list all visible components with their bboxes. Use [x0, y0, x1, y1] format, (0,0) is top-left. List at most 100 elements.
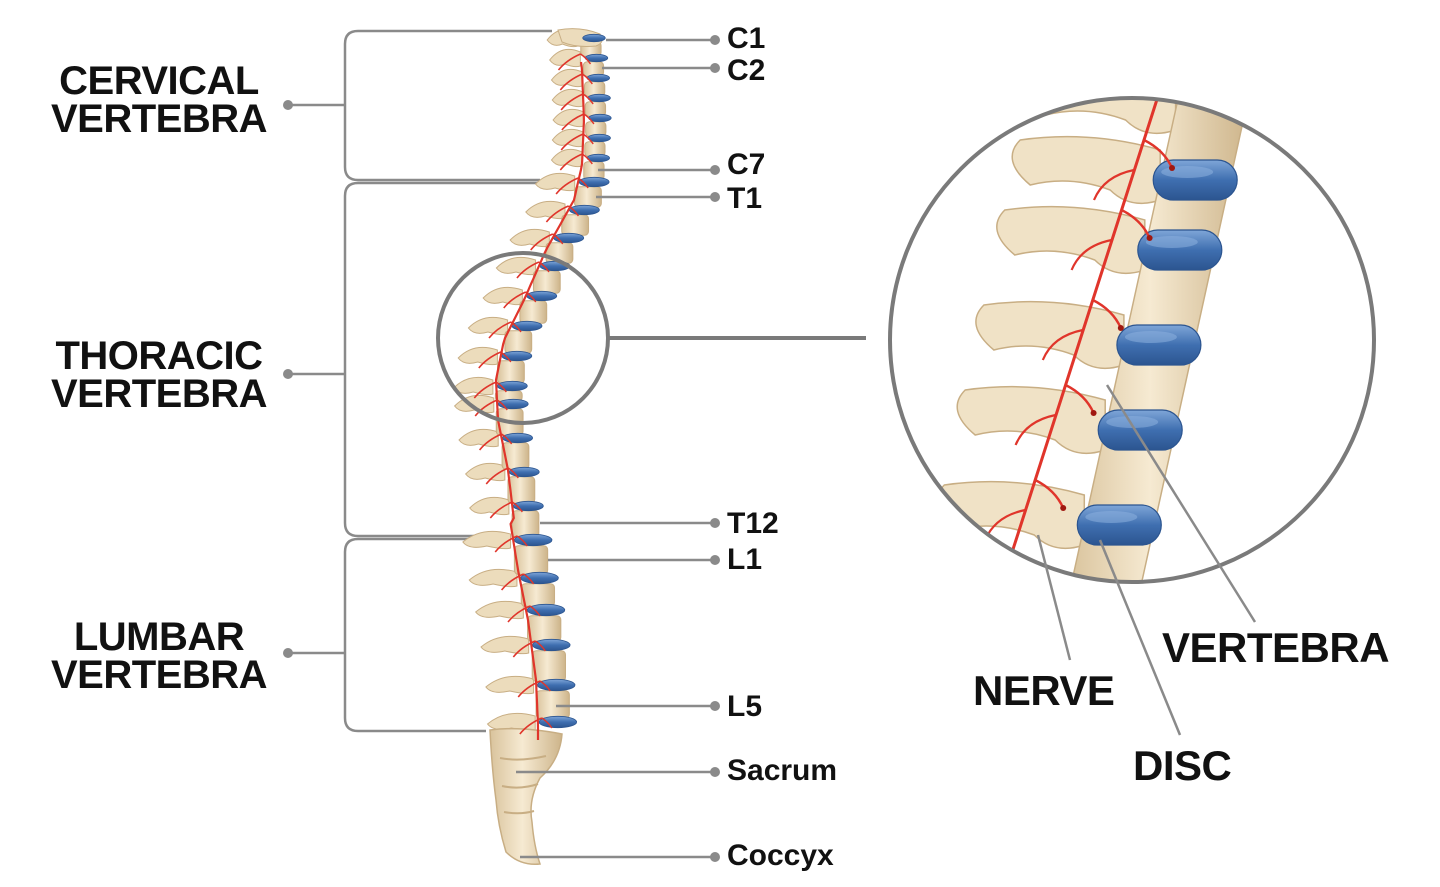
spinous-process [480, 635, 530, 655]
spinous-process [551, 88, 584, 108]
nerve-branch [582, 93, 594, 105]
nerve-branch [581, 73, 593, 85]
nerve-branch [523, 573, 535, 585]
vertebral-body [497, 360, 525, 384]
zoom-nerve-branch [1041, 328, 1084, 361]
intervertebral-discs [496, 33, 612, 729]
spinous-process [474, 600, 524, 620]
nerve-branch [534, 640, 546, 652]
vertebral-body [511, 510, 540, 538]
nerve-branch [496, 399, 508, 411]
zoom-pointer-lines [1036, 384, 1257, 736]
level-leader-lines [516, 35, 720, 862]
nerve-branch [545, 205, 569, 223]
spinous-process [552, 108, 585, 128]
zoom-nerve-end [1117, 325, 1124, 331]
zoom-discs [1076, 159, 1238, 546]
nerve-branch [541, 717, 553, 729]
nerve-branch [525, 291, 537, 303]
nerve-branch [552, 233, 564, 245]
zoom-nerve-end [1169, 165, 1175, 171]
lumbar-bracket [343, 537, 486, 733]
zoom-disc [1097, 409, 1183, 451]
leader-dot [710, 555, 720, 565]
thoracic-bracket [343, 181, 540, 538]
zoom-nerves [984, 98, 1175, 582]
vertebral-body [535, 690, 570, 719]
zoom-nerve-end [1146, 235, 1153, 241]
nerve-branch [494, 535, 518, 553]
sacrum-coccyx-bone [489, 727, 563, 865]
nerve-branch [510, 321, 522, 333]
atlas-bone [557, 28, 603, 47]
nerve-branch [583, 113, 595, 125]
spinous-process [485, 675, 535, 695]
leader-dot [710, 63, 720, 73]
nerve-branch [561, 113, 585, 131]
zoom-disc-highlight [1106, 416, 1159, 428]
nerve-branch [500, 351, 512, 363]
leader-dot [710, 165, 720, 175]
nerve-branch [560, 93, 584, 111]
nerve-branch [519, 717, 543, 735]
zoom-nerve-branch [1092, 298, 1122, 329]
nerve-branch [473, 381, 497, 399]
zoom-nerve-branch [1092, 168, 1135, 201]
zoom-process [1011, 135, 1161, 205]
zoom-nerve-end [1090, 410, 1097, 416]
bracket-dots [283, 100, 293, 658]
label-nerve: NERVE [973, 667, 1115, 714]
zoom-nerve-branch [1121, 208, 1151, 239]
zoom-nerve-branch [1065, 383, 1095, 414]
spinous-process [549, 48, 581, 68]
vertebral-body [527, 615, 562, 642]
leader-dot [710, 518, 720, 528]
nerve-branch [478, 433, 502, 451]
vertebral-body [561, 214, 590, 236]
label-coccyx: Coccyx [727, 839, 834, 872]
nerve-branch [538, 261, 550, 273]
nerve-branch [488, 321, 512, 339]
spinous-process [462, 530, 512, 550]
zoom-nerve-branch [1014, 413, 1056, 446]
nerve-branch [559, 153, 583, 171]
nerve-branch [516, 261, 540, 279]
zoom-disc-highlight [1124, 331, 1177, 343]
vertebral-body [532, 270, 561, 294]
nerve-branch [489, 501, 513, 519]
disc [532, 638, 571, 652]
spinal-nerve [473, 53, 595, 740]
nerve-branch [529, 605, 541, 617]
leader-dot [710, 767, 720, 777]
nerve-branch [580, 53, 592, 65]
nerve-branch [560, 133, 584, 151]
spinal-cord-nerve [494, 61, 586, 740]
nerve-branch [500, 573, 524, 591]
label-t1: T1 [727, 182, 763, 215]
leader-dot [710, 35, 720, 45]
label-disc: DISC [1133, 742, 1232, 789]
nerve-branch [511, 501, 523, 513]
label-l5: L5 [727, 690, 763, 723]
spinous-process [550, 68, 583, 88]
nerve-branch [507, 605, 531, 623]
label-l1: L1 [727, 543, 763, 576]
leader-dot [710, 701, 720, 711]
vertebral-body [531, 650, 567, 682]
nerve-branch [501, 433, 513, 445]
label-c1: C1 [727, 22, 766, 55]
zoom-circle-border [888, 96, 1376, 584]
leader-dot [710, 192, 720, 202]
nerve-branch [559, 73, 583, 91]
vertebral-body [513, 545, 549, 575]
nerve-branch [507, 467, 519, 479]
nerve-branch [495, 381, 507, 393]
zoom-process [956, 385, 1106, 455]
nerve-branch [568, 205, 579, 217]
zoom-nerve-branch [1070, 238, 1112, 271]
